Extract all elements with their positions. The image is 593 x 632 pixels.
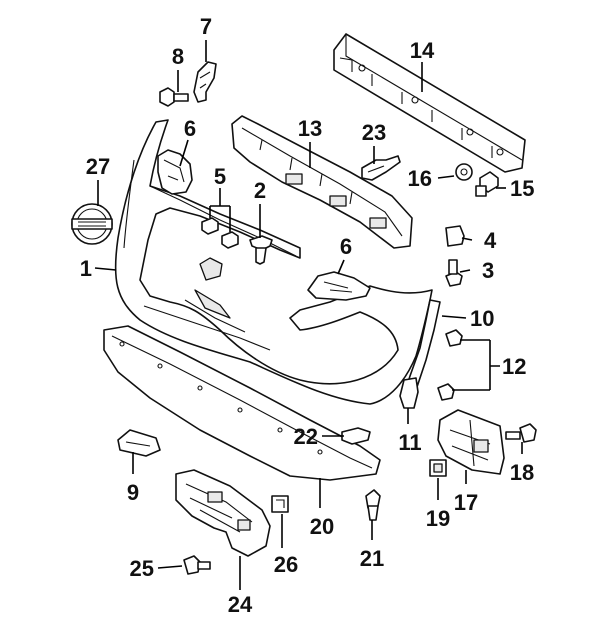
callout-2: 2 (254, 178, 266, 203)
callout-21: 21 (360, 546, 384, 571)
callout-18: 18 (510, 460, 534, 485)
leader-lines (94, 40, 523, 590)
part-bracket-9 (117, 429, 161, 457)
part-push-clip-2 (249, 235, 273, 265)
callout-6a: 6 (184, 116, 196, 141)
callout-22: 22 (294, 424, 318, 449)
callout-5: 5 (214, 164, 226, 189)
part-energy-absorber (231, 115, 413, 249)
part-push-pin-21 (365, 489, 381, 521)
callout-14: 14 (410, 38, 435, 63)
part-clip-19 (429, 459, 447, 477)
callout-1: 1 (80, 256, 92, 281)
callout-8: 8 (172, 44, 184, 69)
callout-16: 16 (408, 166, 432, 191)
part-undercover (175, 469, 271, 557)
callout-20: 20 (310, 514, 334, 539)
callout-27: 27 (86, 154, 110, 179)
callout-6b: 6 (340, 234, 352, 259)
part-bracket-22 (341, 427, 371, 445)
part-screw-25 (183, 555, 211, 575)
part-clip-26 (271, 495, 289, 513)
callout-labels: 1 2 3 4 5 6 6 7 8 9 10 11 12 13 14 15 16… (80, 14, 535, 617)
callout-3: 3 (482, 258, 494, 283)
callout-19: 19 (426, 506, 450, 531)
callout-7: 7 (200, 14, 212, 39)
callout-11: 11 (398, 430, 421, 455)
callout-9: 9 (127, 480, 139, 505)
part-bolt-15 (475, 171, 499, 197)
part-bolt-8 (159, 87, 189, 107)
callout-15: 15 (510, 176, 534, 201)
callout-10: 10 (470, 306, 494, 331)
callout-4: 4 (484, 228, 497, 253)
callout-17: 17 (454, 490, 478, 515)
part-screw-3 (445, 259, 463, 287)
part-retainers-5 (201, 217, 239, 249)
part-reinforcement-bar (333, 33, 526, 173)
callout-12: 12 (502, 354, 526, 379)
callout-26: 26 (274, 552, 298, 577)
part-bracket-left (157, 149, 193, 195)
part-nut-16 (455, 163, 473, 181)
callout-24: 24 (228, 592, 253, 617)
part-bumper-cover (114, 119, 433, 405)
part-bracket-17 (437, 409, 505, 475)
callout-13: 13 (298, 116, 322, 141)
part-bolt-18 (505, 423, 537, 443)
callout-25: 25 (130, 556, 154, 581)
callout-23: 23 (362, 120, 386, 145)
part-lower-valance (103, 325, 381, 481)
part-clip-4 (445, 225, 465, 247)
part-bracket-right (307, 271, 371, 301)
part-bracket-11 (399, 377, 419, 409)
part-emblem (71, 203, 113, 245)
part-clip-23 (361, 155, 401, 181)
part-clip-7 (193, 61, 217, 103)
